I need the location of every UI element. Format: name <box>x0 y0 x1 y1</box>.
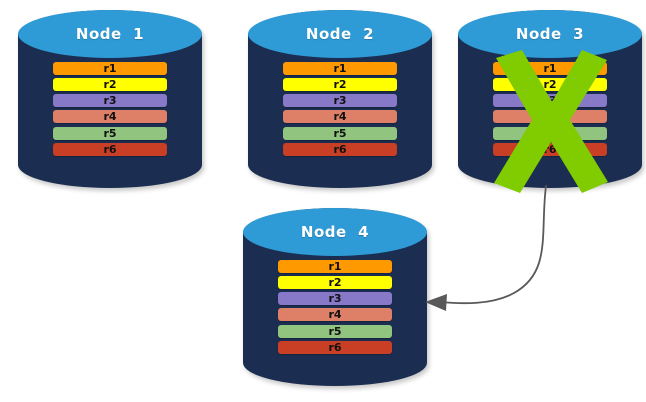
record-band[interactable]: r2 <box>282 77 398 91</box>
record-band[interactable]: r6 <box>492 142 608 156</box>
node-label: Node 1 <box>75 25 145 44</box>
record-stack: r1 r2 r3 r4 r5 r6 <box>492 61 608 156</box>
record-stack: r1 r2 r3 r4 r5 r6 <box>52 61 168 156</box>
record-stack: r1 r2 r3 r4 r5 r6 <box>282 61 398 156</box>
record-band[interactable]: r2 <box>52 77 168 91</box>
node-label: Node 2 <box>305 25 375 44</box>
record-band[interactable]: r1 <box>52 61 168 75</box>
node-label: Node 4 <box>300 223 370 242</box>
record-band[interactable]: r4 <box>492 110 608 124</box>
record-band[interactable]: r5 <box>282 126 398 140</box>
record-band[interactable]: r2 <box>277 275 393 289</box>
record-band[interactable]: r3 <box>492 94 608 108</box>
record-stack: r1 r2 r3 r4 r5 r6 <box>277 259 393 354</box>
record-band[interactable]: r6 <box>277 340 393 354</box>
record-band[interactable]: r2 <box>492 77 608 91</box>
record-band[interactable]: r4 <box>52 110 168 124</box>
record-band[interactable]: r3 <box>52 94 168 108</box>
cylinder-top <box>18 10 202 59</box>
record-band[interactable]: r6 <box>282 142 398 156</box>
record-band[interactable]: r1 <box>282 61 398 75</box>
node-node4[interactable]: Node 4 r1 r2 r3 r4 r5 r6 <box>243 208 427 386</box>
node-node2[interactable]: Node 2 r1 r2 r3 r4 r5 r6 <box>248 10 432 188</box>
arrowhead <box>425 294 447 311</box>
record-band[interactable]: r4 <box>277 308 393 322</box>
node-node3[interactable]: Node 3 r1 r2 r3 r4 r5 r6 <box>458 10 642 193</box>
record-band[interactable]: r5 <box>52 126 168 140</box>
cylinder-top <box>248 10 432 59</box>
record-band[interactable]: r5 <box>492 126 608 140</box>
record-band[interactable]: r3 <box>277 292 393 306</box>
node-label: Node 3 <box>515 25 585 44</box>
record-band[interactable]: r1 <box>492 61 608 75</box>
record-band[interactable]: r6 <box>52 142 168 156</box>
cylinder-top <box>243 208 427 257</box>
record-band[interactable]: r4 <box>282 110 398 124</box>
record-band[interactable]: r3 <box>282 94 398 108</box>
record-band[interactable]: r1 <box>277 259 393 273</box>
record-band[interactable]: r5 <box>277 324 393 338</box>
node-node1[interactable]: Node 1 r1 r2 r3 r4 r5 r6 <box>18 10 202 188</box>
